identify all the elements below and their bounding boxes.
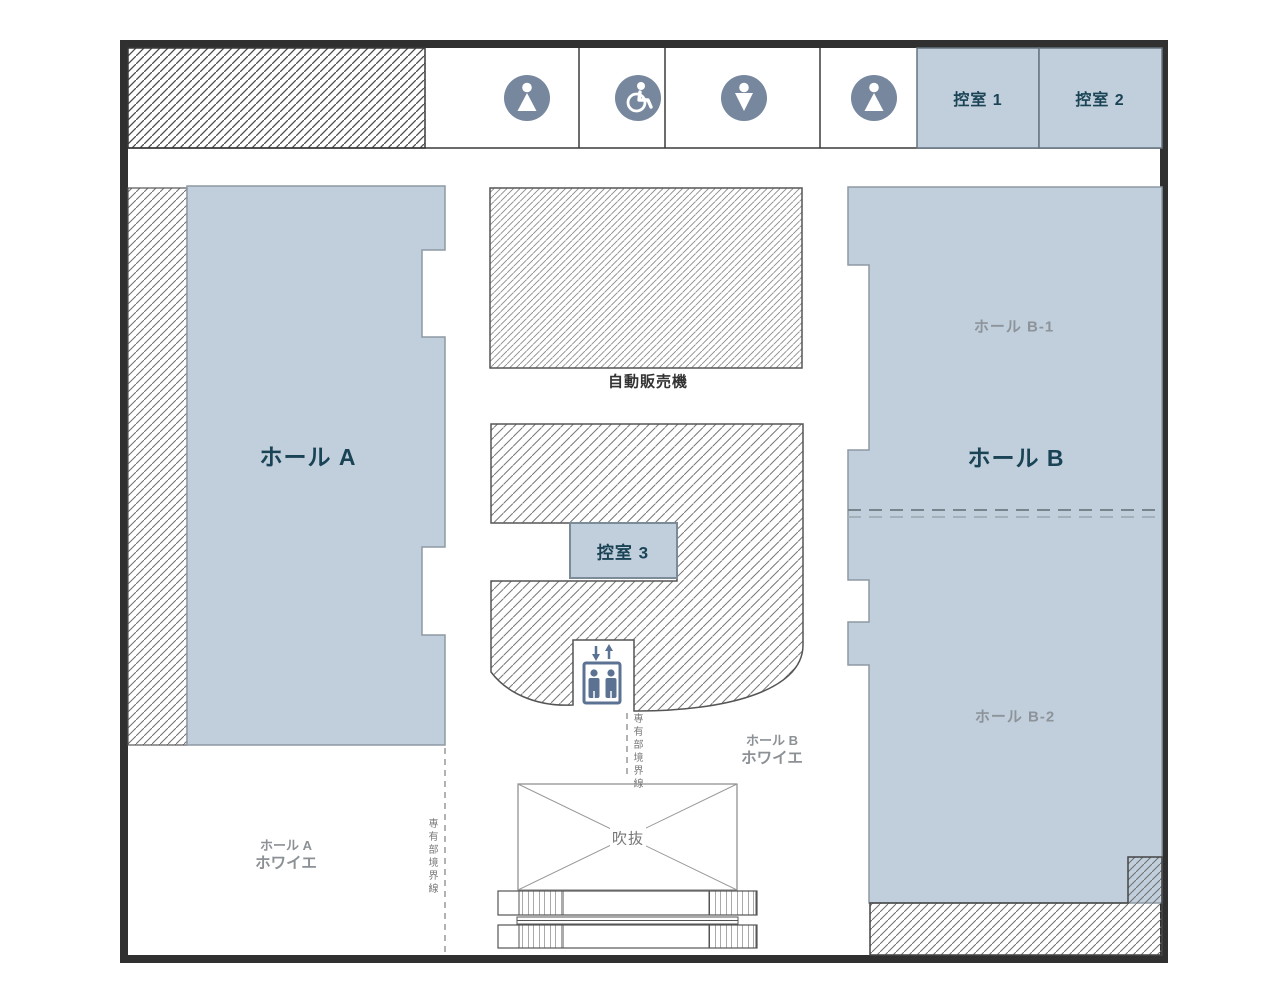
hall-b2-label: ホール B-2 bbox=[974, 708, 1056, 726]
toilet-female-icon bbox=[721, 75, 767, 121]
hall-b-label: ホール B bbox=[967, 445, 1065, 471]
hall-a-left-hatch bbox=[127, 187, 188, 746]
top-service-hatch bbox=[127, 47, 426, 149]
accessible-toilet-icon bbox=[615, 75, 661, 121]
waiting-room-3-region bbox=[569, 522, 678, 579]
hall-b-region bbox=[847, 186, 1163, 904]
foyer-a-hall-line: ホール A bbox=[259, 838, 313, 853]
waiting-room-2-label: 控室 2 bbox=[1075, 92, 1125, 109]
waiting-room-1-label: 控室 1 bbox=[953, 92, 1003, 109]
hall-b-partition-line bbox=[848, 509, 1162, 518]
bottom-right-hatch bbox=[869, 856, 1163, 956]
foyer-a-label: ホール A ホワイエ bbox=[255, 837, 317, 873]
hall-b1-label: ホール B-1 bbox=[973, 318, 1055, 336]
central-service-hatch bbox=[490, 423, 804, 712]
boundary-center-label: 専有部境界線 bbox=[631, 713, 642, 791]
foyer-b-hall-line: ホール B bbox=[745, 733, 799, 748]
outer-wall bbox=[120, 40, 1168, 963]
escalator-bands bbox=[497, 890, 758, 949]
boundary-left-label: 専有部境界線 bbox=[426, 818, 437, 896]
waiting-room-3-label: 控室 3 bbox=[596, 543, 650, 563]
waiting-room-1-region bbox=[916, 47, 1040, 149]
hall-a-region bbox=[186, 185, 446, 746]
foyer-b-label: ホール B ホワイエ bbox=[741, 732, 803, 768]
foyer-a-foyer-line: ホワイエ bbox=[255, 855, 317, 872]
elevator-icon bbox=[582, 644, 622, 705]
vending-machine-label: 自動販売機 bbox=[607, 373, 689, 391]
atrium-label: 吹抜 bbox=[609, 827, 647, 849]
toilet-male-icon bbox=[504, 75, 550, 121]
hall-a-label: ホール A bbox=[259, 444, 357, 470]
waiting-room-2-region bbox=[1038, 47, 1163, 149]
vending-machine-region bbox=[489, 187, 803, 369]
foyer-b-foyer-line: ホワイエ bbox=[741, 750, 803, 767]
toilet-male-icon bbox=[851, 75, 897, 121]
